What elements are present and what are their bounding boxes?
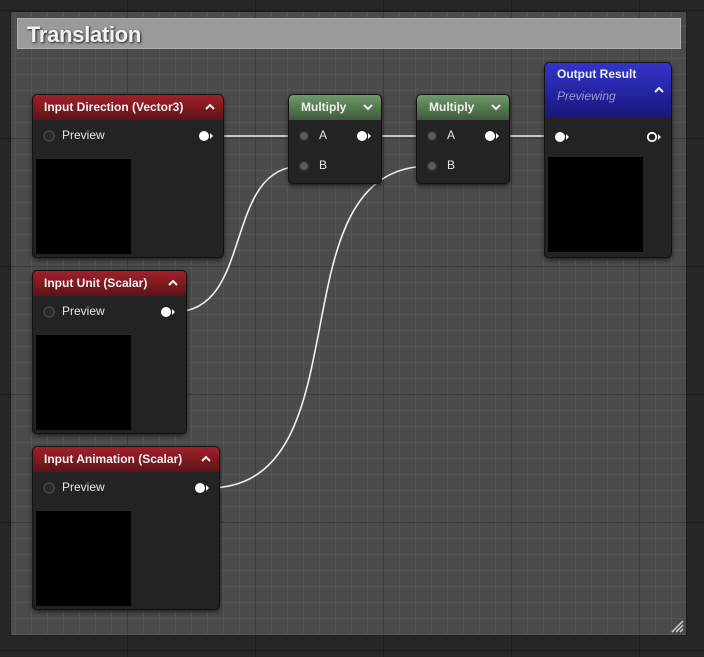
output-row: Preview [33,472,219,502]
input-pin-a-icon[interactable] [426,130,438,142]
output-pin-icon[interactable] [356,129,372,147]
input-label-a: A [447,128,456,142]
input-pin-a-icon[interactable] [298,130,310,142]
node-header[interactable]: Multiply [417,95,509,120]
preview-image [36,511,131,606]
node-output-result[interactable]: Output Result Previewing [544,62,672,258]
chevron-up-icon[interactable] [167,271,179,296]
comment-title: Translation [27,22,142,47]
unconnected-pin-icon[interactable] [43,306,55,318]
input-pin-b-icon[interactable] [426,160,438,172]
output-pin-icon[interactable] [484,129,500,147]
unconnected-pin-icon[interactable] [43,130,55,142]
output-row [545,118,671,156]
input-row-b: B [289,150,381,180]
node-title: Input Animation (Scalar) [44,452,183,466]
preview-label: Preview [62,304,105,318]
node-title: Multiply [429,100,475,114]
node-title: Input Direction (Vector3) [44,100,184,114]
preview-label: Preview [62,128,105,142]
output-pin-icon[interactable] [198,129,214,147]
input-row-a: A [417,120,509,150]
comment-title-bar[interactable]: Translation [17,18,681,49]
node-header[interactable]: Multiply [289,95,381,120]
node-input-unit[interactable]: Input Unit (Scalar) Preview [32,270,187,434]
chevron-up-icon[interactable] [653,78,665,103]
input-pin-b-icon[interactable] [298,160,310,172]
output-pin-hollow-icon[interactable] [646,130,662,148]
node-multiply-1[interactable]: Multiply A B [288,94,382,184]
output-row: Preview [33,120,223,150]
input-pin-icon[interactable] [554,130,570,148]
preview-image [36,159,131,254]
chevron-down-icon[interactable] [362,95,374,120]
resize-grip-icon[interactable] [670,619,684,633]
node-title: Input Unit (Scalar) [44,276,148,290]
node-multiply-2[interactable]: Multiply A B [416,94,510,184]
output-pin-icon[interactable] [160,305,176,323]
node-title: Multiply [301,100,347,114]
node-input-animation[interactable]: Input Animation (Scalar) Preview [32,446,220,610]
preview-label: Preview [62,480,105,494]
unconnected-pin-icon[interactable] [43,482,55,494]
preview-image [36,335,131,430]
node-header[interactable]: Output Result Previewing [545,63,671,118]
node-header[interactable]: Input Direction (Vector3) [33,95,223,120]
node-header[interactable]: Input Animation (Scalar) [33,447,219,472]
node-input-direction[interactable]: Input Direction (Vector3) Preview [32,94,224,258]
preview-image [548,157,643,252]
input-label-a: A [319,128,328,142]
input-label-b: B [319,158,328,172]
chevron-down-icon[interactable] [490,95,502,120]
node-title: Output Result [557,67,637,81]
output-pin-icon[interactable] [194,481,210,499]
output-row: Preview [33,296,186,326]
input-row-b: B [417,150,509,180]
input-label-b: B [447,158,456,172]
chevron-up-icon[interactable] [200,447,212,472]
node-header[interactable]: Input Unit (Scalar) [33,271,186,296]
input-row-a: A [289,120,381,150]
chevron-up-icon[interactable] [204,95,216,120]
preview-status: Previewing [557,89,616,103]
